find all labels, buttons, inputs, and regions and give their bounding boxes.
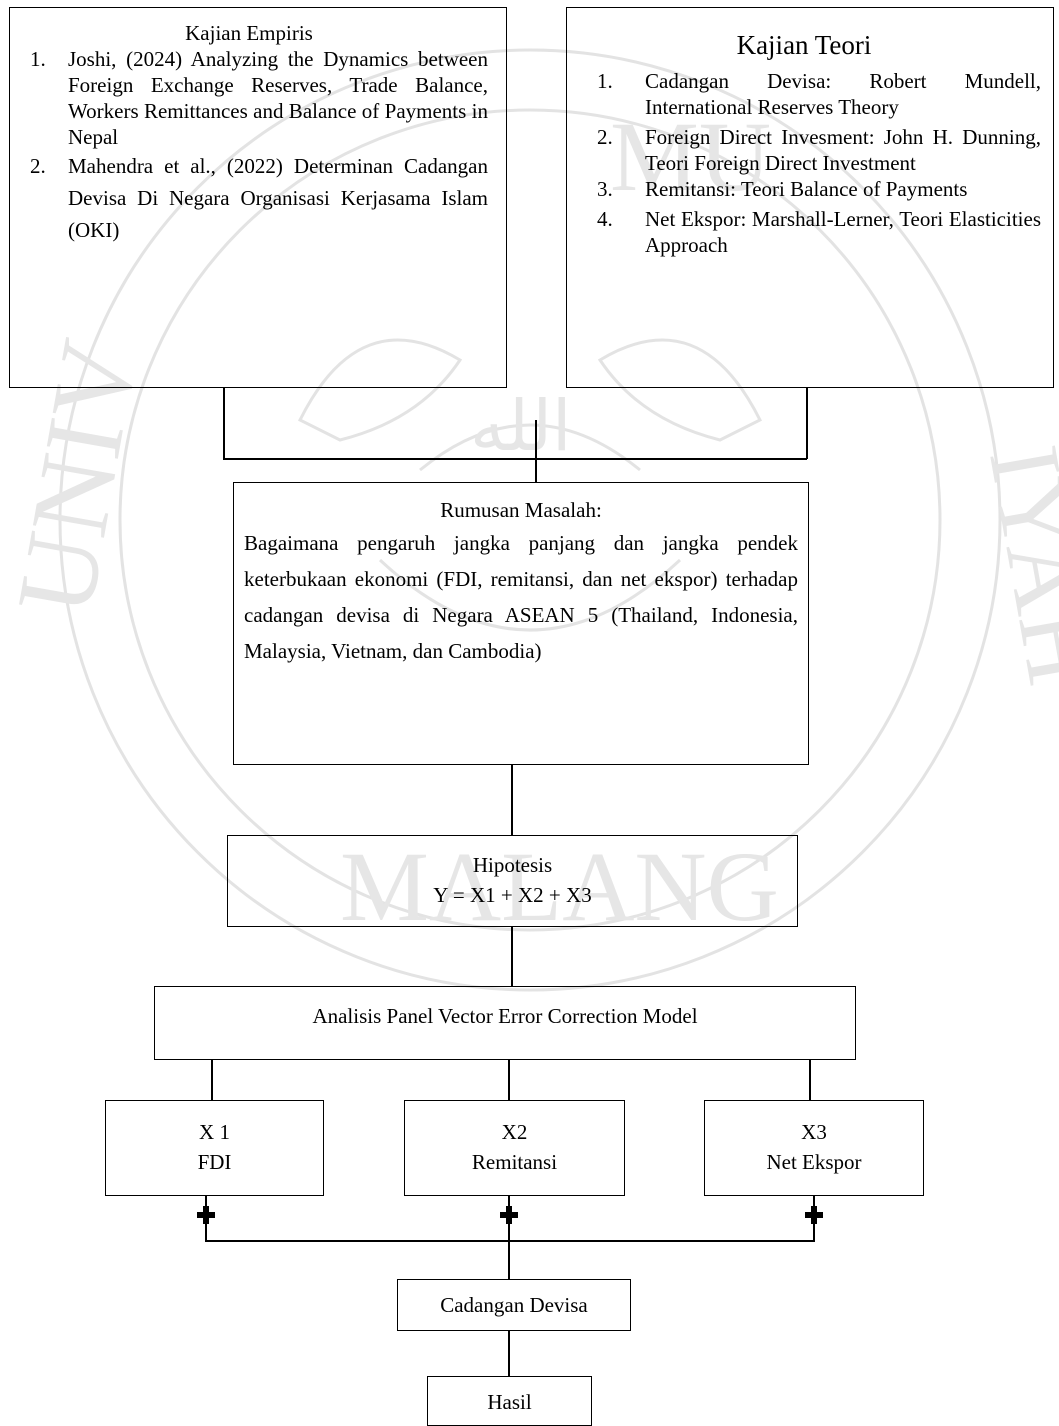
variable-box-x1: X 1 FDI (105, 1100, 324, 1196)
kajian-empiris-item: 2. Mahendra et al., (2022) Determinan Cad… (10, 150, 488, 246)
rumusan-masalah-text: Bagaimana pengaruh jangka panjang dan ja… (244, 531, 798, 663)
connector-x2-down (508, 1196, 510, 1279)
connector-analisis-x2 (508, 1060, 510, 1101)
variable-name: Net Ekspor (766, 1150, 862, 1174)
kajian-empiris-title: Kajian Empiris (185, 21, 313, 45)
connector-hipotesis-analisis (511, 927, 513, 987)
kajian-teori-title: Kajian Teori (736, 30, 872, 60)
list-number: 3. (597, 177, 613, 201)
analisis-box: Analisis Panel Vector Error Correction M… (154, 986, 856, 1060)
plus-icon (805, 1206, 823, 1224)
rumusan-masalah-box: Rumusan Masalah: Bagaimana pengaruh jang… (233, 482, 809, 765)
rumusan-masalah-title: Rumusan Masalah: (440, 498, 602, 522)
watermark-emblem-text: ﺍﻟﻠﻪ (470, 385, 571, 467)
list-text: Net Ekspor: Marshall-Lerner, Teori Elast… (645, 207, 1041, 257)
analisis-label: Analisis Panel Vector Error Correction M… (312, 1004, 698, 1028)
hipotesis-box: Hipotesis Y = X1 + X2 + X3 (227, 835, 798, 927)
list-text: Joshi, (2024) Analyzing the Dynamics bet… (68, 47, 488, 149)
list-text: Remitansi: Teori Balance of Payments (645, 177, 968, 201)
hipotesis-formula: Y = X1 + X2 + X3 (433, 883, 592, 907)
connector-cadangan-hasil (508, 1331, 510, 1377)
list-text: Mahendra et al., (2022) Determinan Cadan… (68, 154, 488, 242)
hasil-label: Hasil (487, 1390, 532, 1414)
list-text: Cadangan Devisa: Robert Mundell, Interna… (645, 69, 1041, 119)
connector-bottom-horizontal (205, 1240, 815, 1242)
connector-to-rumusan (535, 420, 537, 483)
kajian-empiris-list: 1. Joshi, (2024) Analyzing the Dynamics b… (10, 46, 488, 246)
kajian-teori-list: 1. Cadangan Devisa: Robert Mundell, Inter… (567, 68, 1041, 258)
list-number: 2. (597, 125, 613, 149)
cadangan-devisa-label: Cadangan Devisa (440, 1293, 588, 1317)
hasil-box: Hasil (427, 1376, 592, 1426)
kajian-teori-box: Kajian Teori 1. Cadangan Devisa: Robert M… (566, 7, 1054, 388)
plus-icon (197, 1206, 215, 1224)
connector-rumusan-hipotesis (511, 765, 513, 836)
connector-top-horizontal (223, 458, 807, 460)
watermark-ring-right: IYAH (968, 438, 1059, 693)
variable-code: X3 (801, 1120, 827, 1144)
list-number: 4. (597, 207, 613, 231)
kajian-teori-item: 3. Remitansi: Teori Balance of Payments (567, 176, 1041, 202)
connector-empiris-down (223, 388, 225, 459)
variable-code: X 1 (199, 1120, 230, 1144)
cadangan-devisa-box: Cadangan Devisa (397, 1279, 631, 1331)
kajian-teori-item: 1. Cadangan Devisa: Robert Mundell, Inter… (567, 68, 1041, 120)
kajian-teori-item: 2. Foreign Direct Invesment: John H. Dunn… (567, 124, 1041, 176)
connector-analisis-x3 (809, 1060, 811, 1101)
variable-box-x3: X3 Net Ekspor (704, 1100, 924, 1196)
variable-code: X2 (501, 1120, 528, 1144)
list-number: 1. (30, 47, 46, 71)
kajian-teori-item: 4. Net Ekspor: Marshall-Lerner, Teori Ela… (567, 206, 1041, 258)
connector-teori-down (806, 388, 808, 459)
variable-name: Remitansi (471, 1150, 558, 1174)
kajian-empiris-item: 1. Joshi, (2024) Analyzing the Dynamics b… (10, 46, 488, 150)
hipotesis-title: Hipotesis (472, 853, 553, 877)
plus-icon (500, 1206, 518, 1224)
variable-name: FDI (197, 1150, 232, 1174)
connector-analisis-x1 (211, 1060, 213, 1101)
list-number: 2. (30, 154, 46, 178)
list-number: 1. (597, 69, 613, 93)
variable-box-x2: X2 Remitansi (404, 1100, 625, 1196)
kajian-empiris-box: Kajian Empiris 1. Joshi, (2024) Analyzing… (9, 7, 507, 388)
list-text: Foreign Direct Invesment: John H. Dunnin… (645, 125, 1041, 175)
